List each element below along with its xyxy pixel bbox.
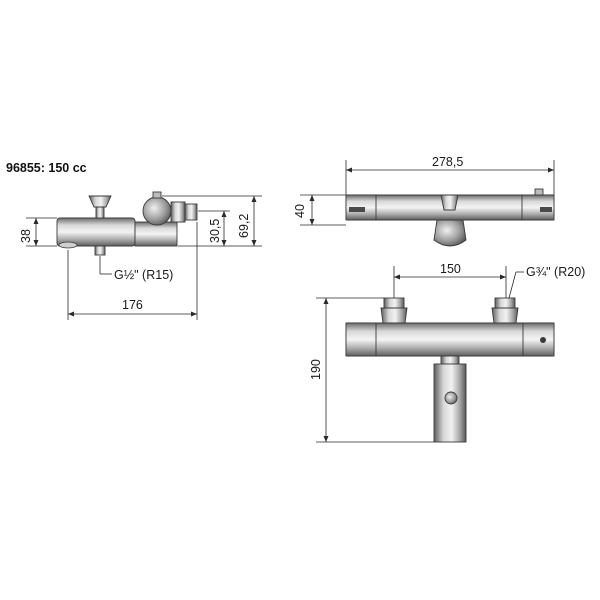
side-bottom-fitting: [94, 245, 106, 256]
front-thread-label: G¾" (R20): [526, 265, 585, 279]
side-dim-176: 176: [122, 298, 143, 312]
front-button: [540, 337, 546, 343]
top-slot-left: [349, 207, 365, 212]
side-thread-label: G½" (R15): [114, 268, 173, 282]
product-title: 96855: 150 cc: [6, 161, 87, 175]
top-dim-278-5: 278,5: [432, 155, 463, 169]
front-inlet-left-nut: [383, 297, 405, 309]
front-view: 150 G¾" (R20) 190: [309, 262, 585, 443]
top-slot-right: [540, 207, 552, 212]
top-handle-knob: [440, 194, 459, 211]
front-dim-190: 190: [309, 359, 323, 380]
front-inlet-right-body: [491, 307, 519, 324]
side-view: 38 30,5 69,2 G½" (R15) 176: [19, 191, 262, 320]
side-handle-knob: [88, 195, 112, 208]
top-spout: [433, 219, 467, 247]
side-dim-38: 38: [19, 229, 33, 243]
side-inlet-top: [152, 191, 162, 199]
top-view: 278,5 40: [293, 155, 555, 247]
front-spout-neck: [440, 355, 460, 365]
side-dim-30-5: 30,5: [208, 219, 222, 243]
front-spout-button: [444, 391, 458, 405]
front-inlet-right-nut: [494, 297, 516, 309]
side-inlet-round: [142, 196, 172, 226]
side-thermo-body: [134, 221, 178, 247]
front-end-left: [345, 322, 377, 357]
side-spout: [58, 241, 78, 249]
side-inlet-nut: [170, 201, 186, 223]
top-dim-40: 40: [293, 204, 307, 218]
front-inlet-left-body: [380, 307, 408, 324]
top-button: [534, 188, 544, 196]
front-dim-150: 150: [440, 262, 461, 276]
front-end-right: [522, 322, 555, 357]
side-inlet-thread: [184, 203, 198, 221]
side-dim-69-2: 69,2: [237, 214, 251, 238]
